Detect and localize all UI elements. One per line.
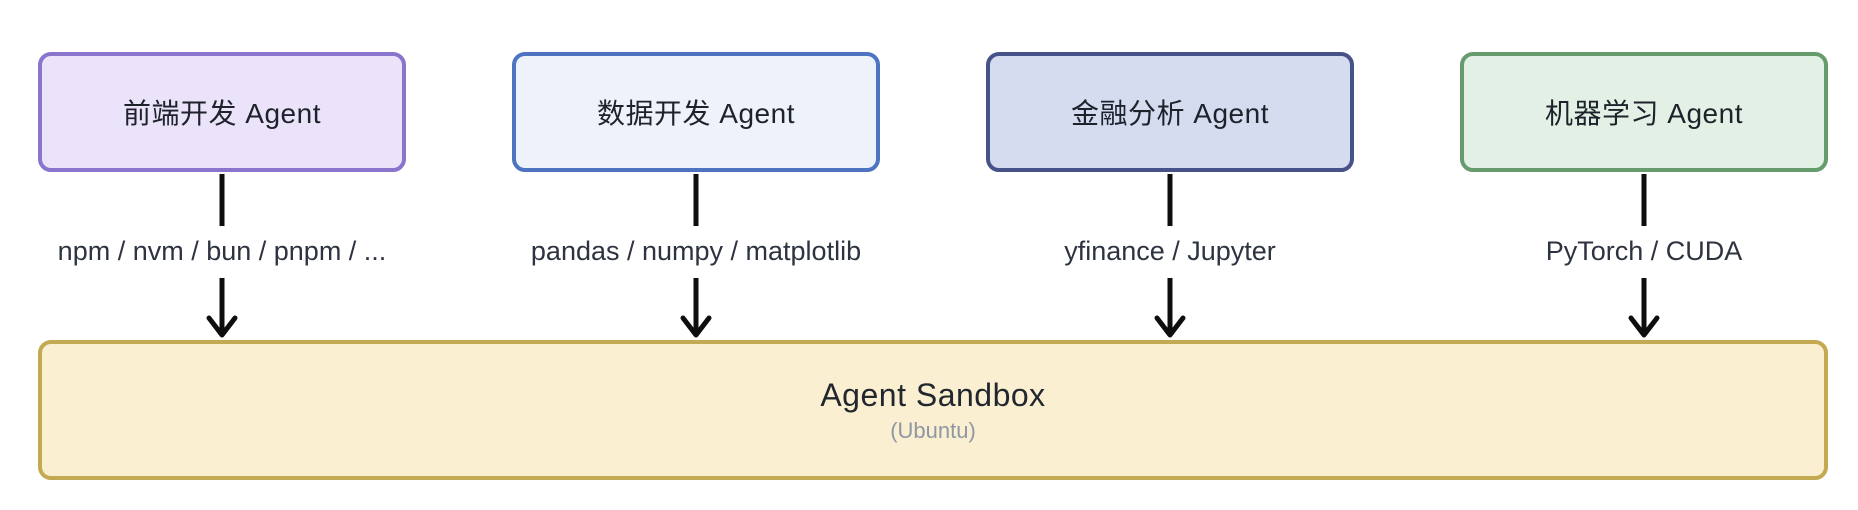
down-arrow-icon	[1154, 278, 1186, 338]
agent-box-finance: 金融分析 Agent	[986, 52, 1354, 172]
agent-box-frontend-label: 前端开发 Agent	[123, 98, 321, 129]
agent-column-ml: 机器学习 Agent PyTorch / CUDA	[1460, 52, 1828, 340]
agent-box-frontend: 前端开发 Agent	[38, 52, 406, 172]
agent-column-data: 数据开发 Agent pandas / numpy / matplotlib	[512, 52, 880, 340]
agent-box-ml: 机器学习 Agent	[1460, 52, 1828, 172]
sandbox-subtitle: (Ubuntu)	[890, 417, 976, 443]
arrow-line-upper-icon	[1641, 174, 1647, 226]
agent-box-ml-label: 机器学习 Agent	[1545, 98, 1743, 129]
sandbox-box: Agent Sandbox (Ubuntu)	[38, 340, 1828, 480]
down-arrow-icon	[680, 278, 712, 338]
agent-box-finance-label: 金融分析 Agent	[1071, 98, 1269, 129]
arrow-line-upper-icon	[1167, 174, 1173, 226]
arrow-line-upper-icon	[693, 174, 699, 226]
packages-label-data: pandas / numpy / matplotlib	[530, 236, 862, 266]
down-arrow-icon	[206, 278, 238, 338]
agent-column-finance: 金融分析 Agent yfinance / Jupyter	[986, 52, 1354, 340]
agent-box-data-label: 数据开发 Agent	[597, 98, 795, 129]
agent-box-data: 数据开发 Agent	[512, 52, 880, 172]
arrow-line-upper-icon	[219, 174, 225, 226]
packages-label-frontend: npm / nvm / bun / pnpm / ...	[57, 236, 387, 266]
down-arrow-icon	[1628, 278, 1660, 338]
packages-label-finance: yfinance / Jupyter	[1064, 236, 1276, 266]
packages-label-ml: PyTorch / CUDA	[1545, 236, 1743, 266]
sandbox-title: Agent Sandbox	[820, 376, 1046, 413]
agent-column-frontend: 前端开发 Agent npm / nvm / bun / pnpm / ...	[38, 52, 406, 340]
